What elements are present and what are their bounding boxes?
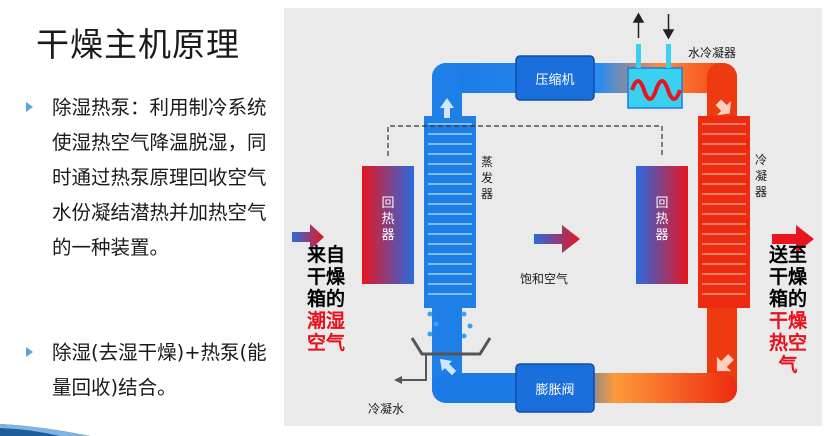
flow-down-left-arrow-icon (716, 354, 734, 372)
bullet-marker-icon (26, 347, 33, 357)
saturated-air-label: 饱和空气 (520, 272, 569, 286)
condensate-label: 冷凝水 (368, 402, 405, 416)
saturated-air-arrow-icon (534, 225, 580, 253)
bullet-1: 除湿热泵：利用制冷系统使湿热空气降温脱湿，同时通过热泵原理回收空气水份凝结潜热并… (26, 90, 276, 265)
regenerator-left-label: 回热器 (381, 196, 395, 243)
water-in-arrow-icon (662, 14, 675, 40)
water-out-arrow-icon (632, 12, 645, 38)
inlet-air-arrow-icon (292, 224, 324, 250)
outlet-air-arrow-icon (772, 225, 814, 253)
compressor-box (515, 55, 595, 101)
expansion-valve-label: 膨胀阀 (535, 383, 575, 398)
condensate-out-arrow-icon (394, 376, 402, 384)
corner-swoosh-decoration (0, 424, 90, 436)
regenerator-left-box (362, 166, 414, 284)
slide-title: 干燥主机原理 (36, 25, 240, 64)
outlet-air-caption: 送至 干燥 箱的 干燥 热空 气 (768, 244, 807, 376)
flow-down-right-arrow-icon (715, 99, 732, 116)
flow-up-left-arrow-icon (439, 358, 457, 376)
water-condenser-label: 水冷凝器 (688, 46, 737, 60)
condenser-coil (698, 116, 750, 308)
regenerator-right-box (636, 166, 688, 284)
compressor-label: 压缩机 (535, 73, 575, 88)
evaporator-coil (424, 116, 476, 308)
evaporator-label: 蒸发器 (480, 155, 493, 201)
heat-pump-diagram: 压缩机 膨胀阀 回热器 回热器 水冷凝器 蒸发器 冷凝器 饱和空气 冷凝水 来自… (284, 8, 822, 426)
regenerator-right-label: 回热器 (655, 196, 669, 243)
expansion-valve-box (515, 363, 595, 413)
bullet-2: 除湿(去湿干燥)+热泵(能量回收)结合。 (26, 335, 276, 405)
bullet-1-text: 除湿热泵：利用制冷系统使湿热空气降温脱湿，同时通过热泵原理回收空气水份凝结潜热并… (52, 96, 267, 259)
water-condenser-coil (630, 79, 682, 101)
bullet-marker-icon (26, 102, 33, 112)
condenser-label: 冷凝器 (754, 153, 767, 199)
flow-up-arrow-icon (440, 98, 454, 118)
bullet-2-text: 除湿(去湿干燥)+热泵(能量回收)结合。 (52, 341, 267, 399)
inlet-air-caption: 来自 干燥 箱的 潮湿 空气 (306, 244, 345, 354)
drip-tray (410, 337, 492, 356)
water-drops (427, 311, 473, 339)
